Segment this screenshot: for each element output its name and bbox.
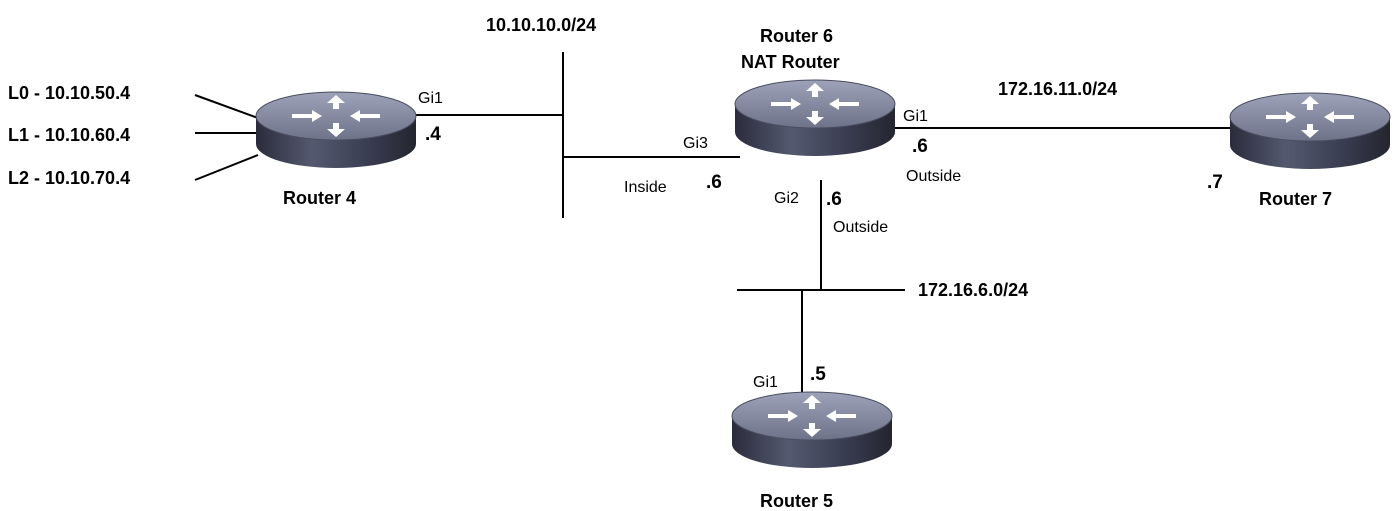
network-label-172-16-6: 172.16.6.0/24 (918, 280, 1028, 300)
r5-gi1-label: Gi1 (753, 374, 778, 391)
loopback-l0-link (194, 94, 259, 119)
router-icon (731, 391, 893, 469)
router-5[interactable] (731, 391, 893, 469)
router-6-role: NAT Router (741, 52, 840, 72)
r6-gi3-ip: .6 (706, 172, 722, 193)
r6-gi2-ip: .6 (826, 189, 842, 210)
router-icon (255, 91, 417, 169)
r6-gi1-ip: .6 (912, 136, 928, 157)
loopback-l2-link (194, 154, 259, 181)
router-6-name: Router 6 (760, 26, 833, 46)
r6-gi3-zone: Inside (624, 179, 667, 196)
router-icon (1229, 92, 1391, 170)
r6-gi3-label: Gi3 (683, 135, 708, 152)
network-label-172-16-11: 172.16.11.0/24 (998, 79, 1117, 99)
router-4-name: Router 4 (283, 188, 356, 208)
r4-gi1-label: Gi1 (418, 90, 443, 107)
router-7-name: Router 7 (1259, 189, 1332, 209)
router-icon (734, 79, 896, 157)
loopback-l0-label: L0 - 10.10.50.4 (8, 83, 130, 103)
r6-gi1-label: Gi1 (903, 108, 928, 125)
r6-gi2-label: Gi2 (774, 190, 799, 207)
r4-gi1-ip: .4 (425, 124, 441, 145)
r5-gi1-ip: .5 (810, 364, 826, 385)
loopback-l1-label: L1 - 10.10.60.4 (8, 125, 130, 145)
loopback-l2-label: L2 - 10.10.70.4 (8, 168, 130, 188)
r7-ip: .7 (1207, 172, 1223, 193)
router-4[interactable] (255, 91, 417, 169)
r6-gi1-zone: Outside (906, 168, 961, 185)
router-5-name: Router 5 (760, 491, 833, 511)
router-7[interactable] (1229, 92, 1391, 170)
router-6[interactable] (734, 79, 896, 157)
r6-gi2-zone: Outside (833, 219, 888, 236)
network-label-10-10-10: 10.10.10.0/24 (486, 15, 596, 35)
